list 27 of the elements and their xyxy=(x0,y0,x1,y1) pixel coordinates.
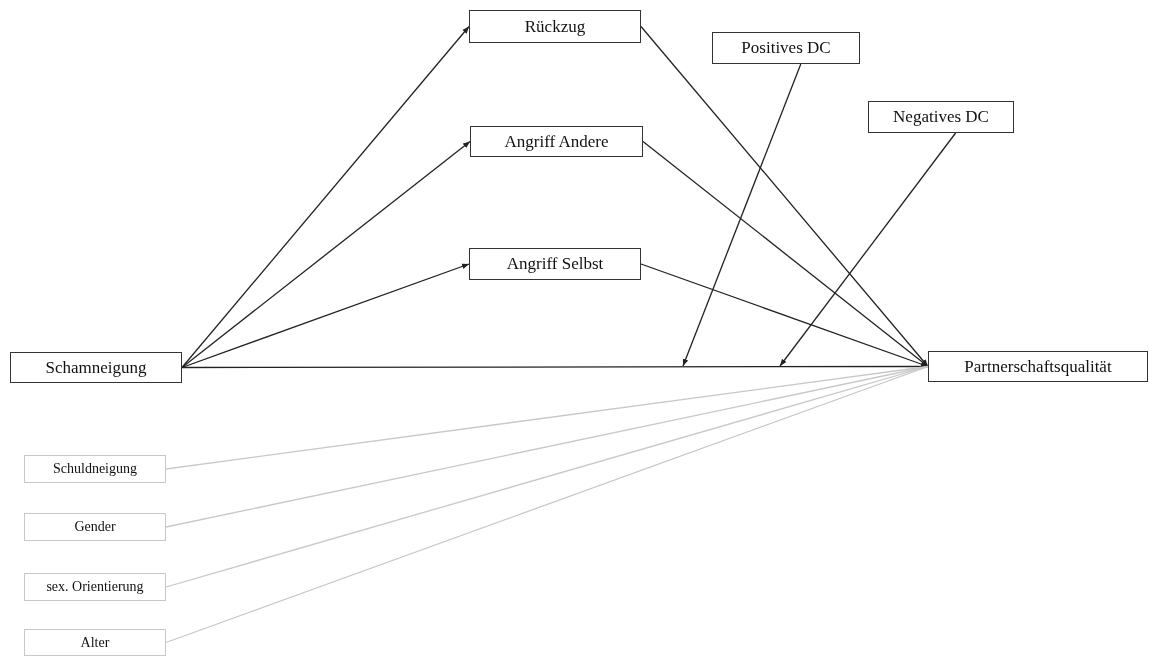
control-variable-box xyxy=(24,455,166,483)
control-variable-box xyxy=(24,573,166,601)
variable-box xyxy=(10,352,182,383)
variable-box xyxy=(470,126,643,157)
variable-label: Angriff Andere xyxy=(504,131,609,152)
variable-label: Schamneigung xyxy=(45,357,147,378)
variable-label: Schuldneigung xyxy=(53,461,137,477)
arrow xyxy=(779,132,957,367)
variable-box xyxy=(928,351,1148,382)
variable-label: Negatives DC xyxy=(893,107,989,127)
arrow xyxy=(181,263,470,369)
arrow xyxy=(640,263,929,368)
variable-box xyxy=(469,10,641,43)
arrow xyxy=(682,63,802,367)
variable-label: Gender xyxy=(74,519,116,535)
control-variable-box xyxy=(24,629,166,656)
variable-box xyxy=(469,248,641,280)
variable-box xyxy=(712,32,860,64)
variable-label: sex. Orientierung xyxy=(46,579,144,595)
variable-box xyxy=(868,101,1014,133)
variable-label: Rückzug xyxy=(524,16,586,37)
variable-label: Alter xyxy=(80,634,110,651)
control-variable-box xyxy=(24,513,166,541)
variable-label: Positives DC xyxy=(741,38,831,58)
variable-label: Angriff Selbst xyxy=(506,254,604,274)
variable-label: Partnerschaftsqualität xyxy=(964,356,1112,377)
arrow xyxy=(181,140,471,369)
